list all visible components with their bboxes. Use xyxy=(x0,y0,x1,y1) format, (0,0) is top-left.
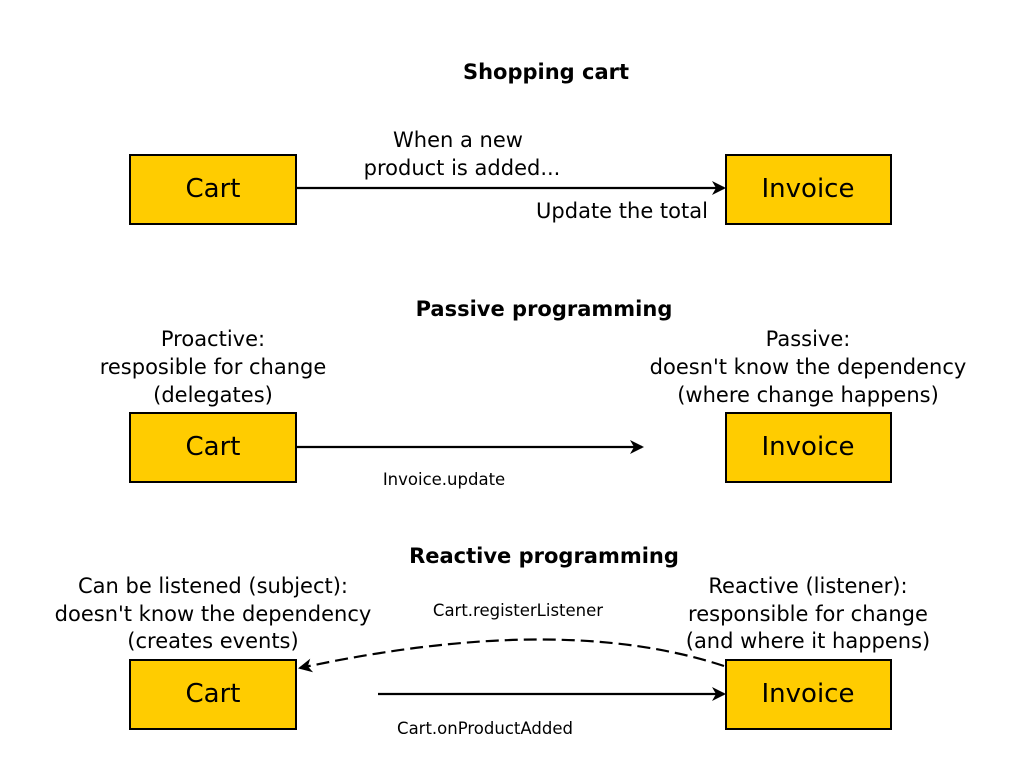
invoice-box: Invoice xyxy=(725,659,892,730)
listener-note-line2: responsible for change xyxy=(688,602,928,626)
cart-box-label: Cart xyxy=(186,679,241,709)
register-listener-dashed-arrow xyxy=(298,638,725,673)
listener-note-line1: Reactive (listener): xyxy=(708,574,907,598)
invoice-box-label: Invoice xyxy=(762,679,855,709)
section-title-reactive: Reactive programming xyxy=(409,544,679,568)
cart-box: Cart xyxy=(129,412,297,483)
invoice-box-label: Invoice xyxy=(762,432,855,462)
arrow-label-invoice-update: Invoice.update xyxy=(383,470,505,489)
proactive-note-line2: resposible for change xyxy=(100,355,327,379)
arrow-label-on-product-added: Cart.onProductAdded xyxy=(397,719,573,738)
arrow-label-line2: product is added... xyxy=(364,156,561,180)
subject-note-line3: (creates events) xyxy=(127,629,298,653)
arrow-label-register-listener: Cart.registerListener xyxy=(433,601,603,620)
subject-note-line1: Can be listened (subject): xyxy=(78,574,348,598)
section-title-shopping-cart: Shopping cart xyxy=(463,60,629,84)
passive-note-line3: (where change happens) xyxy=(677,383,939,407)
proactive-note-line1: Proactive: xyxy=(161,327,265,351)
passive-note-line1: Passive: xyxy=(766,327,851,351)
proactive-note-line3: (delegates) xyxy=(153,383,273,407)
listener-note-line3: (and where it happens) xyxy=(686,629,931,653)
section-passive-programming: Passive programming Proactive: resposibl… xyxy=(100,297,967,489)
cart-box-label: Cart xyxy=(186,432,241,462)
passive-note-line2: doesn't know the dependency xyxy=(650,355,967,379)
invoice-box: Invoice xyxy=(725,412,892,483)
arrow-label-line1: When a new xyxy=(393,128,523,152)
cart-box: Cart xyxy=(129,659,297,730)
invoice-note: Update the total xyxy=(536,199,708,223)
section-reactive-programming: Reactive programming Can be listened (su… xyxy=(55,544,931,738)
invoice-box-label: Invoice xyxy=(762,174,855,204)
cart-box: Cart xyxy=(129,154,297,225)
section-title-passive: Passive programming xyxy=(416,297,673,321)
invoice-box: Invoice xyxy=(725,154,892,225)
cart-box-label: Cart xyxy=(186,174,241,204)
subject-note-line2: doesn't know the dependency xyxy=(55,602,372,626)
section-shopping-cart: Shopping cart Cart Invoice When a new pr… xyxy=(129,60,892,225)
